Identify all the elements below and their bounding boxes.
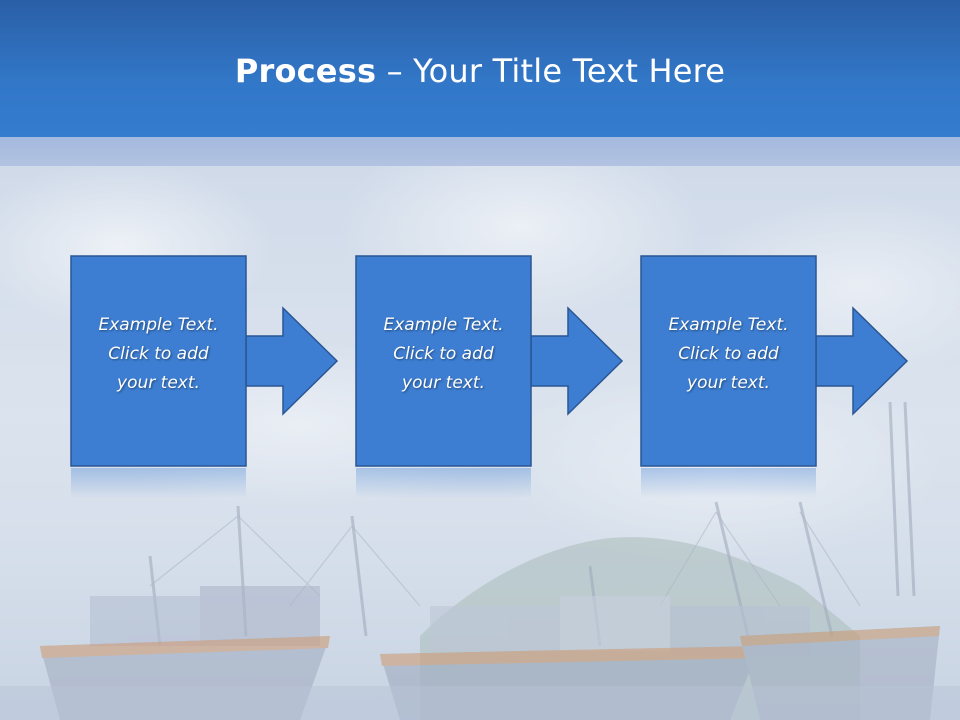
step-1-shape [70,255,339,498]
slide-title[interactable]: Process – Your Title Text Here [0,52,960,90]
title-bold-text: Process [234,52,377,90]
step-1-line-3: your text. [117,373,200,393]
step-1-reflection [71,468,246,498]
title-rest-text: – Your Title Text Here [376,52,726,90]
title-bar [0,0,960,137]
arrow-right-icon [530,306,624,416]
title-underline-band [0,137,960,166]
step-2-box [355,255,532,467]
process-step-3[interactable]: Example Text. Click to add your text. [640,255,911,498]
step-3-line-1: Example Text. [668,315,789,335]
arrow-right-icon [245,306,339,416]
step-1-box [70,255,247,467]
process-step-1[interactable]: Example Text. Click to add your text. [70,255,341,498]
step-1-text[interactable]: Example Text. Click to add your text. [71,311,246,398]
step-3-box [640,255,817,467]
step-3-text[interactable]: Example Text. Click to add your text. [641,311,816,398]
step-2-line-3: your text. [402,373,485,393]
step-2-line-2: Click to add [393,344,494,364]
step-2-text[interactable]: Example Text. Click to add your text. [356,311,531,398]
step-2-line-1: Example Text. [383,315,504,335]
process-step-2[interactable]: Example Text. Click to add your text. [355,255,626,498]
step-2-reflection [356,468,531,498]
step-3-line-3: your text. [687,373,770,393]
step-3-line-2: Click to add [678,344,779,364]
step-3-shape [640,255,909,498]
step-2-shape [355,255,624,498]
step-1-line-1: Example Text. [98,315,219,335]
step-3-reflection [641,468,816,498]
step-1-line-2: Click to add [108,344,209,364]
arrow-right-icon [815,306,909,416]
